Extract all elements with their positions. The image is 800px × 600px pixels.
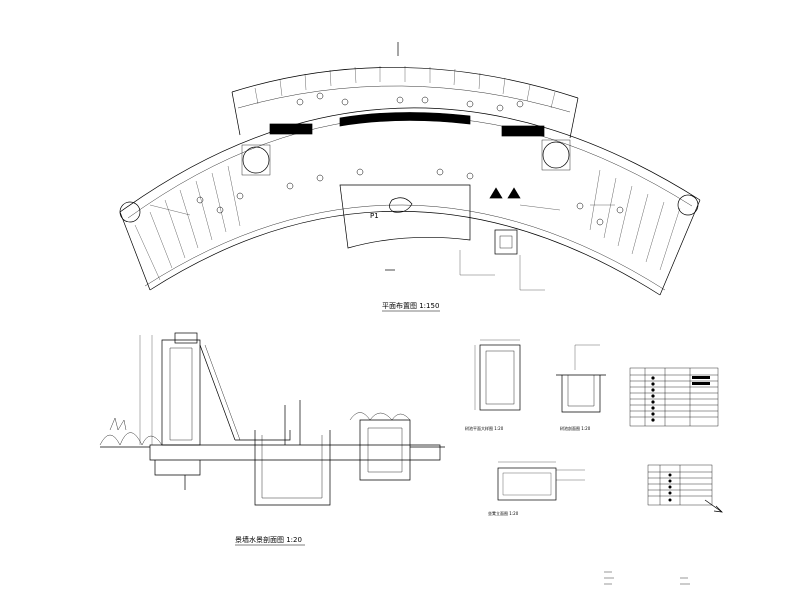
plan-caption: 平面布置图 1:150	[382, 301, 439, 310]
pond-shape	[389, 197, 413, 213]
kiosk	[494, 229, 518, 255]
bench-band	[339, 112, 471, 127]
detail-c-caption: 坐凳立面图 1:20	[488, 510, 519, 516]
planter-box	[359, 419, 411, 481]
detail-tree-pit-plan: 树池平面大样图 1:20	[465, 339, 521, 431]
basin-pit	[254, 430, 331, 506]
upper-plaza-arc	[231, 67, 579, 99]
plant-legend-table	[629, 367, 719, 427]
section-caption: 景墙水景剖面图 1:20	[235, 535, 302, 544]
site-plan: P1 平面布置图 1:150	[119, 42, 701, 312]
shrub-triangles	[489, 187, 521, 199]
detail-a-caption: 树池平面大样图 1:20	[465, 425, 504, 431]
wall-slope	[199, 344, 236, 441]
plan-outer-arc	[119, 107, 701, 213]
plan-inner-arc	[149, 210, 661, 296]
wall-section: 景墙水景剖面图 1:20	[99, 332, 445, 546]
detail-tree-pit-section: 树池剖面图 1:20	[556, 344, 606, 431]
tree-pit-west	[119, 201, 141, 223]
bench-left	[269, 123, 313, 135]
plan-leaders	[149, 204, 615, 291]
central-plaza	[339, 184, 471, 249]
tree-pit-ne	[542, 141, 570, 169]
plan-label: P1	[370, 212, 379, 220]
detail-b-caption: 树池剖面图 1:20	[560, 425, 591, 431]
detail-bench-elevation: 坐凳立面图 1:20	[488, 461, 585, 516]
tree-pit-nw	[242, 146, 270, 174]
tree-pit-east	[677, 194, 699, 216]
paving-hatch	[134, 66, 681, 281]
foundation	[149, 444, 441, 461]
bench-right	[501, 125, 545, 137]
tree-symbols	[196, 92, 624, 226]
wall-body	[161, 339, 201, 446]
vegetation	[99, 412, 411, 446]
shrub-legend-table	[647, 464, 713, 506]
notes-marks	[604, 571, 690, 585]
arrow-mark	[704, 499, 723, 513]
